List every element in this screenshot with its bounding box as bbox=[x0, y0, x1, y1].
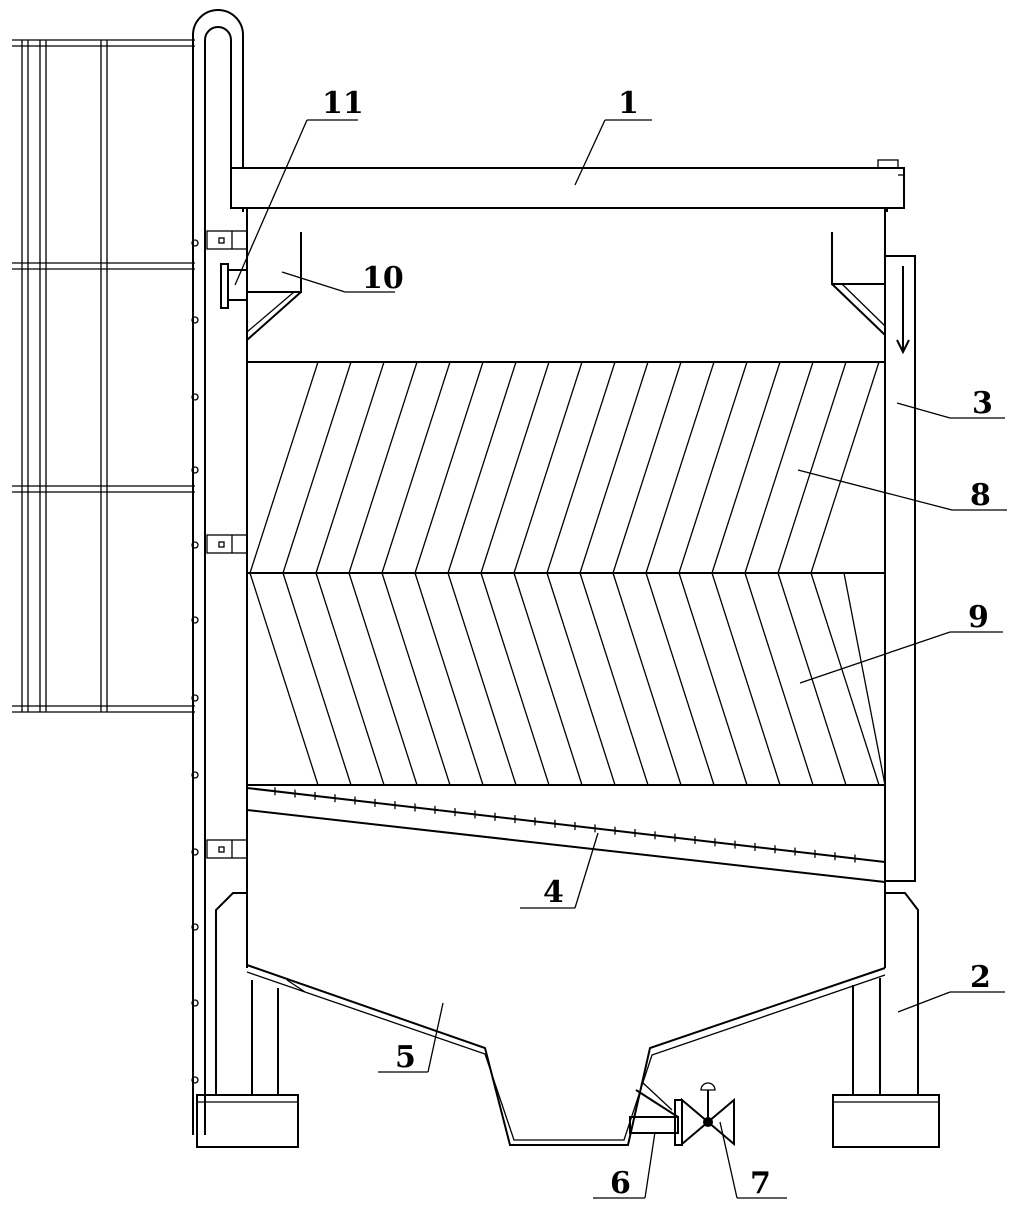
overflow-trough bbox=[246, 232, 886, 341]
hatch-line bbox=[744, 361, 814, 574]
hatch-line bbox=[249, 361, 319, 574]
tank-cover bbox=[230, 159, 905, 212]
wall-brackets bbox=[206, 230, 248, 859]
hatch-line bbox=[513, 361, 583, 574]
label-4: 4 bbox=[543, 875, 564, 910]
hatch-line bbox=[711, 572, 781, 786]
hatch-line bbox=[480, 572, 550, 786]
vertical-pipe bbox=[192, 9, 244, 1135]
leader-lines bbox=[234, 119, 1007, 1199]
label-9: 9 bbox=[968, 600, 989, 635]
hatch-line bbox=[579, 572, 649, 786]
hatch-line bbox=[414, 572, 484, 786]
hatch-line bbox=[315, 572, 385, 786]
hatch-line bbox=[744, 572, 814, 786]
hatch-line bbox=[249, 572, 319, 786]
hatch-line bbox=[282, 361, 352, 574]
support-legs bbox=[196, 892, 940, 1148]
hatch-line bbox=[678, 572, 748, 786]
hatch-line bbox=[447, 361, 517, 574]
hatch-line bbox=[513, 572, 583, 786]
drain-pipe bbox=[629, 1081, 683, 1146]
hatch-line bbox=[348, 572, 418, 786]
perforated-pipe bbox=[246, 787, 886, 883]
hatch-line bbox=[645, 361, 715, 574]
hatch-line bbox=[348, 361, 418, 574]
label-2: 2 bbox=[970, 960, 991, 995]
label-11: 11 bbox=[322, 86, 364, 121]
hatch-line bbox=[612, 572, 682, 786]
label-7: 7 bbox=[750, 1166, 771, 1201]
hatch-line bbox=[711, 361, 781, 574]
hatch-line bbox=[381, 361, 451, 574]
hatch-line bbox=[282, 572, 352, 786]
packing-layer-upper bbox=[249, 361, 880, 574]
hatch-line bbox=[612, 361, 682, 574]
label-5: 5 bbox=[395, 1040, 416, 1075]
hatch-line bbox=[546, 361, 616, 574]
railing bbox=[12, 39, 195, 713]
pipe-perforations bbox=[274, 787, 856, 863]
hatch-line bbox=[579, 361, 649, 574]
hatch-line bbox=[447, 572, 517, 786]
hatch-line bbox=[414, 361, 484, 574]
hatch-line bbox=[645, 572, 715, 786]
sludge-hopper bbox=[246, 964, 886, 1146]
hatch-line bbox=[777, 361, 847, 574]
hatch-line bbox=[480, 361, 550, 574]
hatch-line bbox=[546, 572, 616, 786]
hatch-line bbox=[810, 572, 880, 786]
label-1: 1 bbox=[618, 86, 639, 121]
label-6: 6 bbox=[610, 1166, 631, 1201]
hatch-line bbox=[810, 361, 880, 574]
label-3: 3 bbox=[972, 386, 993, 421]
hatch-line bbox=[381, 572, 451, 786]
label-10: 10 bbox=[362, 261, 404, 296]
hatch-line bbox=[843, 572, 886, 786]
packing-layer-lower bbox=[249, 572, 886, 786]
packing-boundaries bbox=[247, 361, 885, 786]
hatch-line bbox=[678, 361, 748, 574]
tank-walls bbox=[246, 208, 886, 968]
outlet-pipe bbox=[220, 263, 247, 309]
inlet-channel bbox=[884, 255, 916, 882]
ladder-rungs bbox=[191, 239, 199, 1084]
label-8: 8 bbox=[970, 478, 991, 513]
hatch-line bbox=[315, 361, 385, 574]
drain-valve bbox=[681, 1082, 735, 1147]
